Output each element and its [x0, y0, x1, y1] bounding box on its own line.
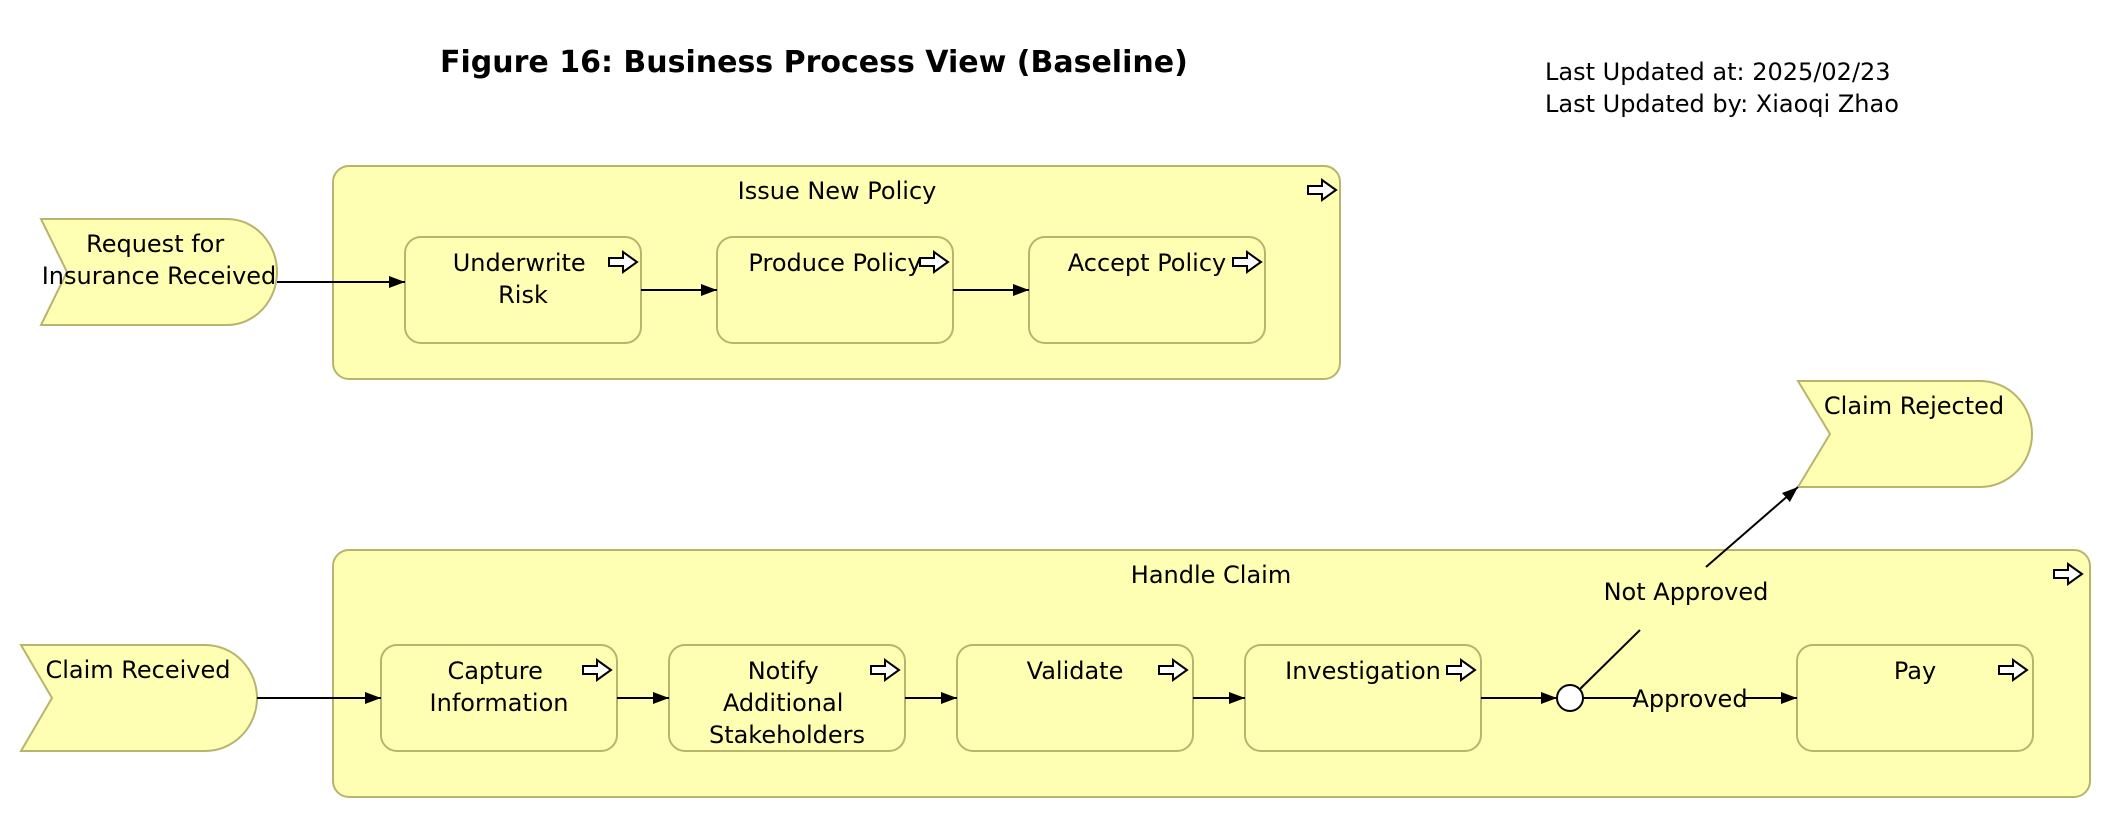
process-validate-label: Validate: [1027, 657, 1124, 685]
event-claim-rejected-label: Claim Rejected: [1824, 392, 2004, 420]
process-notify-label: Notify Additional Stakeholders: [709, 657, 865, 749]
process-produce-policy[interactable]: Produce Policy: [716, 236, 954, 344]
event-request-label: Request for Insurance Received: [42, 230, 277, 290]
process-capture-information-label: Capture Information: [430, 657, 569, 717]
process-investigation-label: Investigation: [1285, 657, 1441, 685]
group-issue-new-policy-label: Issue New Policy: [738, 177, 937, 205]
edge-label-not-approved: Not Approved: [1604, 578, 1769, 606]
process-produce-policy-label: Produce Policy: [748, 249, 921, 277]
event-claim-received[interactable]: Claim Received: [19, 644, 258, 752]
last-updated-by: Last Updated by: Xiaoqi Zhao: [1545, 90, 1899, 118]
last-updated-at: Last Updated at: 2025/02/23: [1545, 58, 1891, 86]
or-junction-icon: [1556, 684, 1584, 712]
flow-not-approved-to-rejected: [1705, 486, 1799, 568]
process-underwrite-risk[interactable]: Underwrite Risk: [404, 236, 642, 344]
process-validate[interactable]: Validate: [956, 644, 1194, 752]
group-handle-claim-label: Handle Claim: [1131, 561, 1291, 589]
process-accept-policy[interactable]: Accept Policy: [1028, 236, 1266, 344]
process-capture-information[interactable]: Capture Information: [380, 644, 618, 752]
process-underwrite-risk-label: Underwrite Risk: [453, 249, 594, 309]
process-pay[interactable]: Pay: [1796, 644, 2034, 752]
event-claim-rejected[interactable]: Claim Rejected: [1796, 380, 2033, 488]
event-claim-received-label: Claim Received: [45, 656, 230, 684]
process-accept-policy-label: Accept Policy: [1068, 249, 1226, 277]
event-request-for-insurance-received[interactable]: Request for Insurance Received: [39, 218, 278, 326]
process-investigation[interactable]: Investigation: [1244, 644, 1482, 752]
flow-not-approved-part1: [1579, 629, 1641, 690]
diagram-title: Figure 16: Business Process View (Baseli…: [440, 45, 1188, 80]
process-pay-label: Pay: [1894, 657, 1936, 685]
process-notify-additional-stakeholders[interactable]: Notify Additional Stakeholders: [668, 644, 906, 752]
edge-label-approved: Approved: [1632, 685, 1747, 713]
